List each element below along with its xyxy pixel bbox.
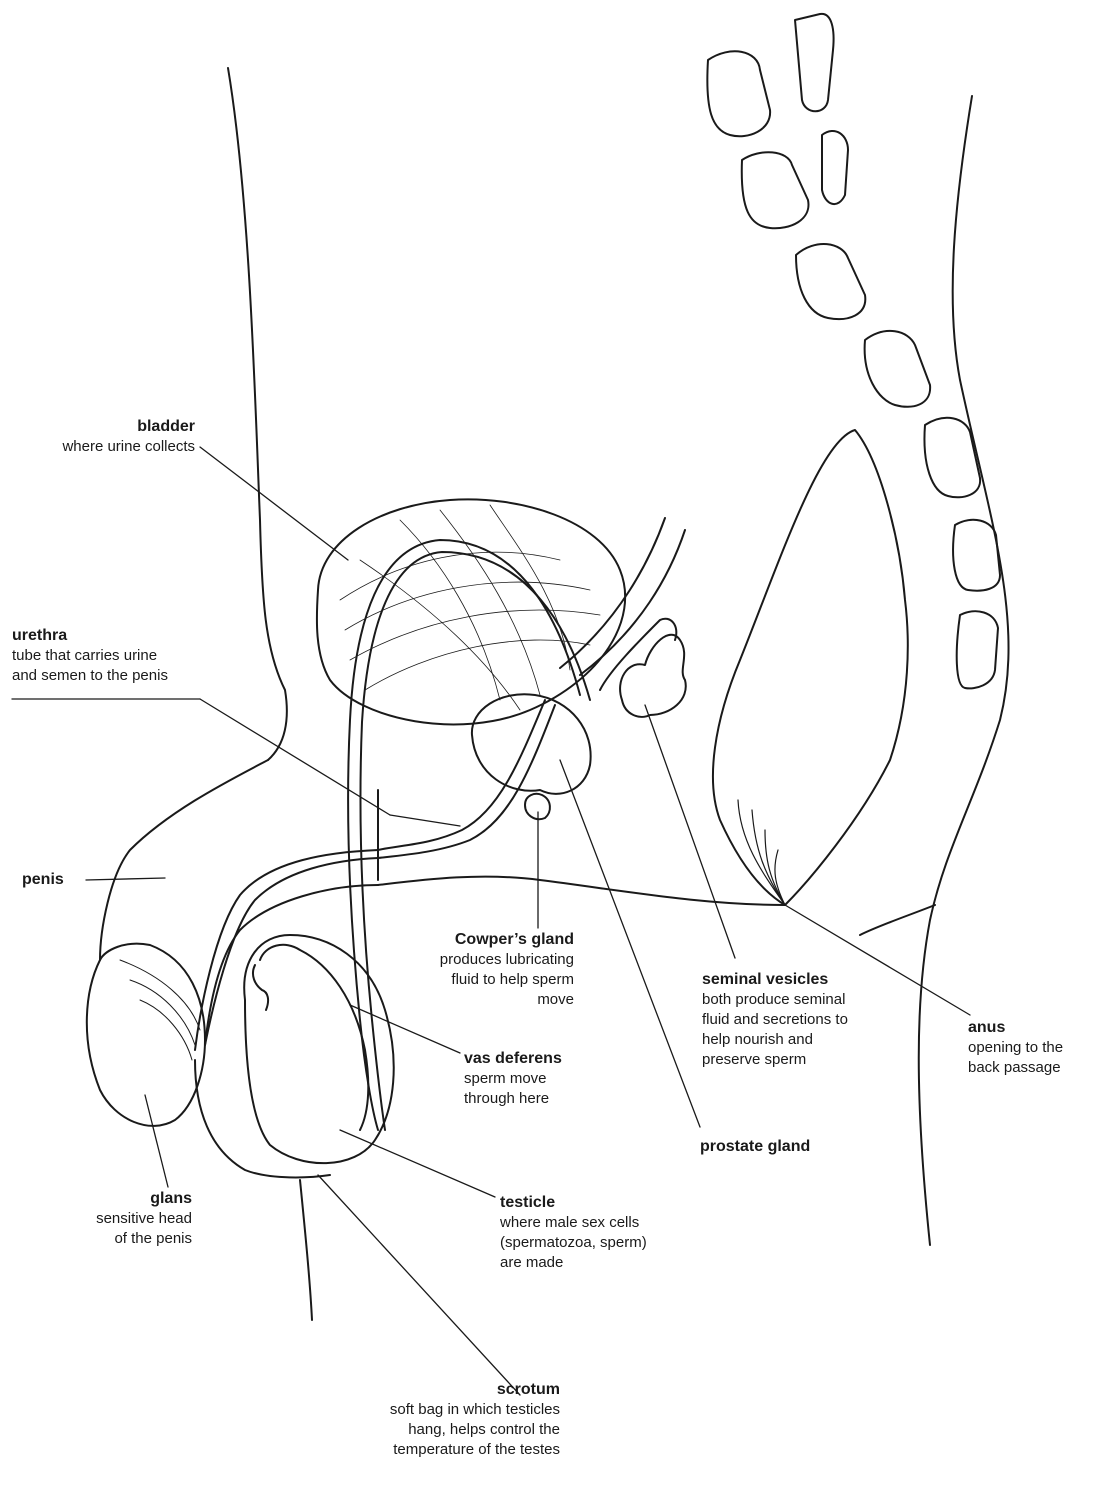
urethra-tube (378, 700, 545, 850)
scrotum-outline (195, 1060, 330, 1177)
anus-title: anus (968, 1018, 1096, 1038)
seminal-vesicles-title: seminal vesicles (702, 970, 902, 990)
glans-title: glans (60, 1189, 192, 1209)
penis-outline (100, 760, 268, 960)
testicle-outline (244, 935, 393, 1163)
vas-deferens-label: vas deferens sperm move through here (464, 1049, 604, 1109)
cowpers-gland-label: Cowper’s gland produces lubricating flui… (390, 930, 574, 1010)
testicle-label: testicle where male sex cells (spermatoz… (500, 1193, 690, 1273)
prostate-gland-title: prostate gland (700, 1137, 860, 1157)
cowpers-gland-desc: produces lubricating fluid to help sperm… (390, 950, 574, 1010)
anal-folds (738, 800, 785, 905)
penis-title: penis (22, 870, 102, 890)
cowpers-gland-title: Cowper’s gland (390, 930, 574, 950)
testicle-desc: where male sex cells (spermatozoa, sperm… (500, 1213, 690, 1273)
glans-label: glans sensitive head of the penis (60, 1189, 192, 1249)
bladder-title: bladder (30, 417, 195, 437)
perineum-line (378, 877, 785, 905)
scrotum-desc: soft bag in which testicles hang, helps … (330, 1400, 560, 1460)
bladder-label: bladder where urine collects (30, 417, 195, 457)
urethra-label: urethra tube that carries urine and seme… (12, 626, 232, 686)
urethra-desc: tube that carries urine and semen to the… (12, 646, 232, 686)
scrotum-title: scrotum (330, 1380, 560, 1400)
glans-desc: sensitive head of the penis (60, 1209, 192, 1249)
anus-desc: opening to the back passage (968, 1038, 1096, 1078)
testicle-title: testicle (500, 1193, 690, 1213)
seminal-vesicles-desc: both produce seminal fluid and secretion… (702, 990, 902, 1070)
vas-deferens-desc: sperm move through here (464, 1069, 604, 1109)
urethra-title: urethra (12, 626, 232, 646)
front-body-outline (228, 68, 287, 760)
prostate-gland-label: prostate gland (700, 1137, 860, 1157)
vas-deferens-title: vas deferens (464, 1049, 604, 1069)
epididymis (260, 945, 368, 1130)
bladder-desc: where urine collects (30, 437, 195, 457)
vas-deferens-tube (348, 540, 580, 1130)
scrotum-label: scrotum soft bag in which testicles hang… (330, 1380, 560, 1460)
anus-label: anus opening to the back passage (968, 1018, 1096, 1078)
seminal-vesicles-label: seminal vesicles both produce seminal fl… (702, 970, 902, 1070)
seminal-vesicles (620, 635, 686, 717)
penis-label: penis (22, 870, 102, 890)
leader-lines (12, 447, 970, 1395)
rectum (713, 430, 908, 905)
